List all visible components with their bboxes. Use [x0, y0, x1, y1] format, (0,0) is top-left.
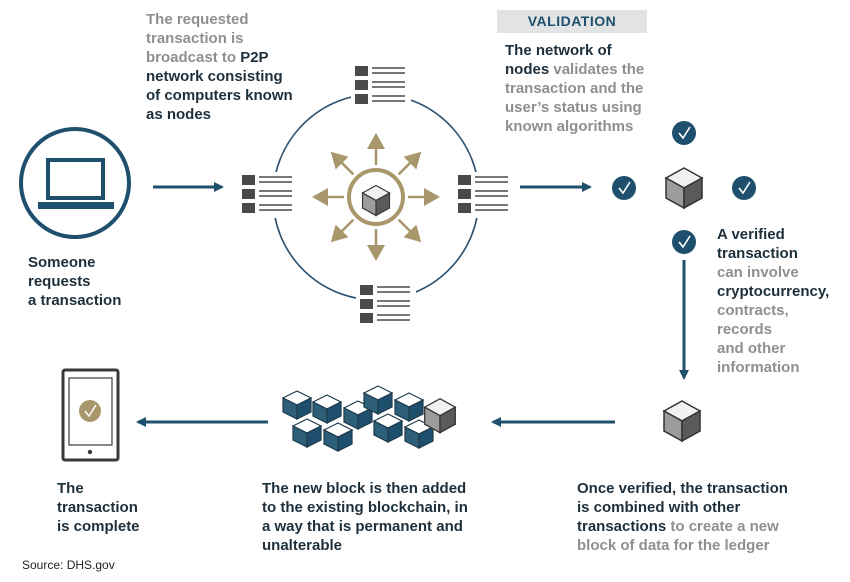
checkmark-icon: [671, 229, 697, 255]
burst-ray: [397, 218, 413, 234]
node-server-icon: [238, 172, 298, 218]
verified-label: A verified transaction can involve crypt…: [717, 226, 830, 376]
block-cube-icon: [361, 184, 391, 217]
burst-arrowhead: [403, 224, 422, 243]
block-cube-icon: [663, 400, 701, 442]
burst-arrowhead: [367, 245, 385, 261]
laptop-icon: [19, 127, 131, 239]
burst-ray: [397, 160, 413, 176]
validation-label: The network of nodes validates the trans…: [505, 42, 645, 135]
burst-ray: [339, 160, 355, 176]
broadcast-burst-icon: [312, 133, 440, 261]
checkmark-icon: [79, 400, 101, 422]
burst-arrowhead: [403, 151, 422, 170]
smartphone-icon: [61, 368, 120, 462]
broadcast-label: The requested transaction is broadcast t…: [146, 11, 293, 123]
checkmark-icon: [611, 175, 637, 201]
step1-label: Someone requests a transaction: [28, 254, 122, 309]
source-credit: Source: DHS.gov: [22, 558, 115, 572]
node-server-icon: [454, 172, 514, 218]
block-cube-icon: [665, 167, 703, 209]
burst-ray: [339, 218, 355, 234]
complete-label: The transaction is complete: [57, 480, 140, 535]
burst-arrowhead: [424, 188, 440, 206]
validation-badge: VALIDATION: [497, 10, 647, 33]
burst-arrowhead: [330, 151, 349, 170]
burst-arrowhead: [312, 188, 328, 206]
checkmark-icon: [731, 175, 757, 201]
burst-arrowhead: [330, 224, 349, 243]
combined-label: Once verified, the transaction is combin…: [577, 480, 788, 554]
blockchain-icon: [282, 385, 456, 452]
node-server-icon: [356, 282, 416, 328]
burst-arrowhead: [367, 133, 385, 149]
newblock-label: The new block is then added to the exist…: [262, 480, 468, 554]
node-server-icon: [351, 63, 411, 109]
checkmark-icon: [671, 120, 697, 146]
